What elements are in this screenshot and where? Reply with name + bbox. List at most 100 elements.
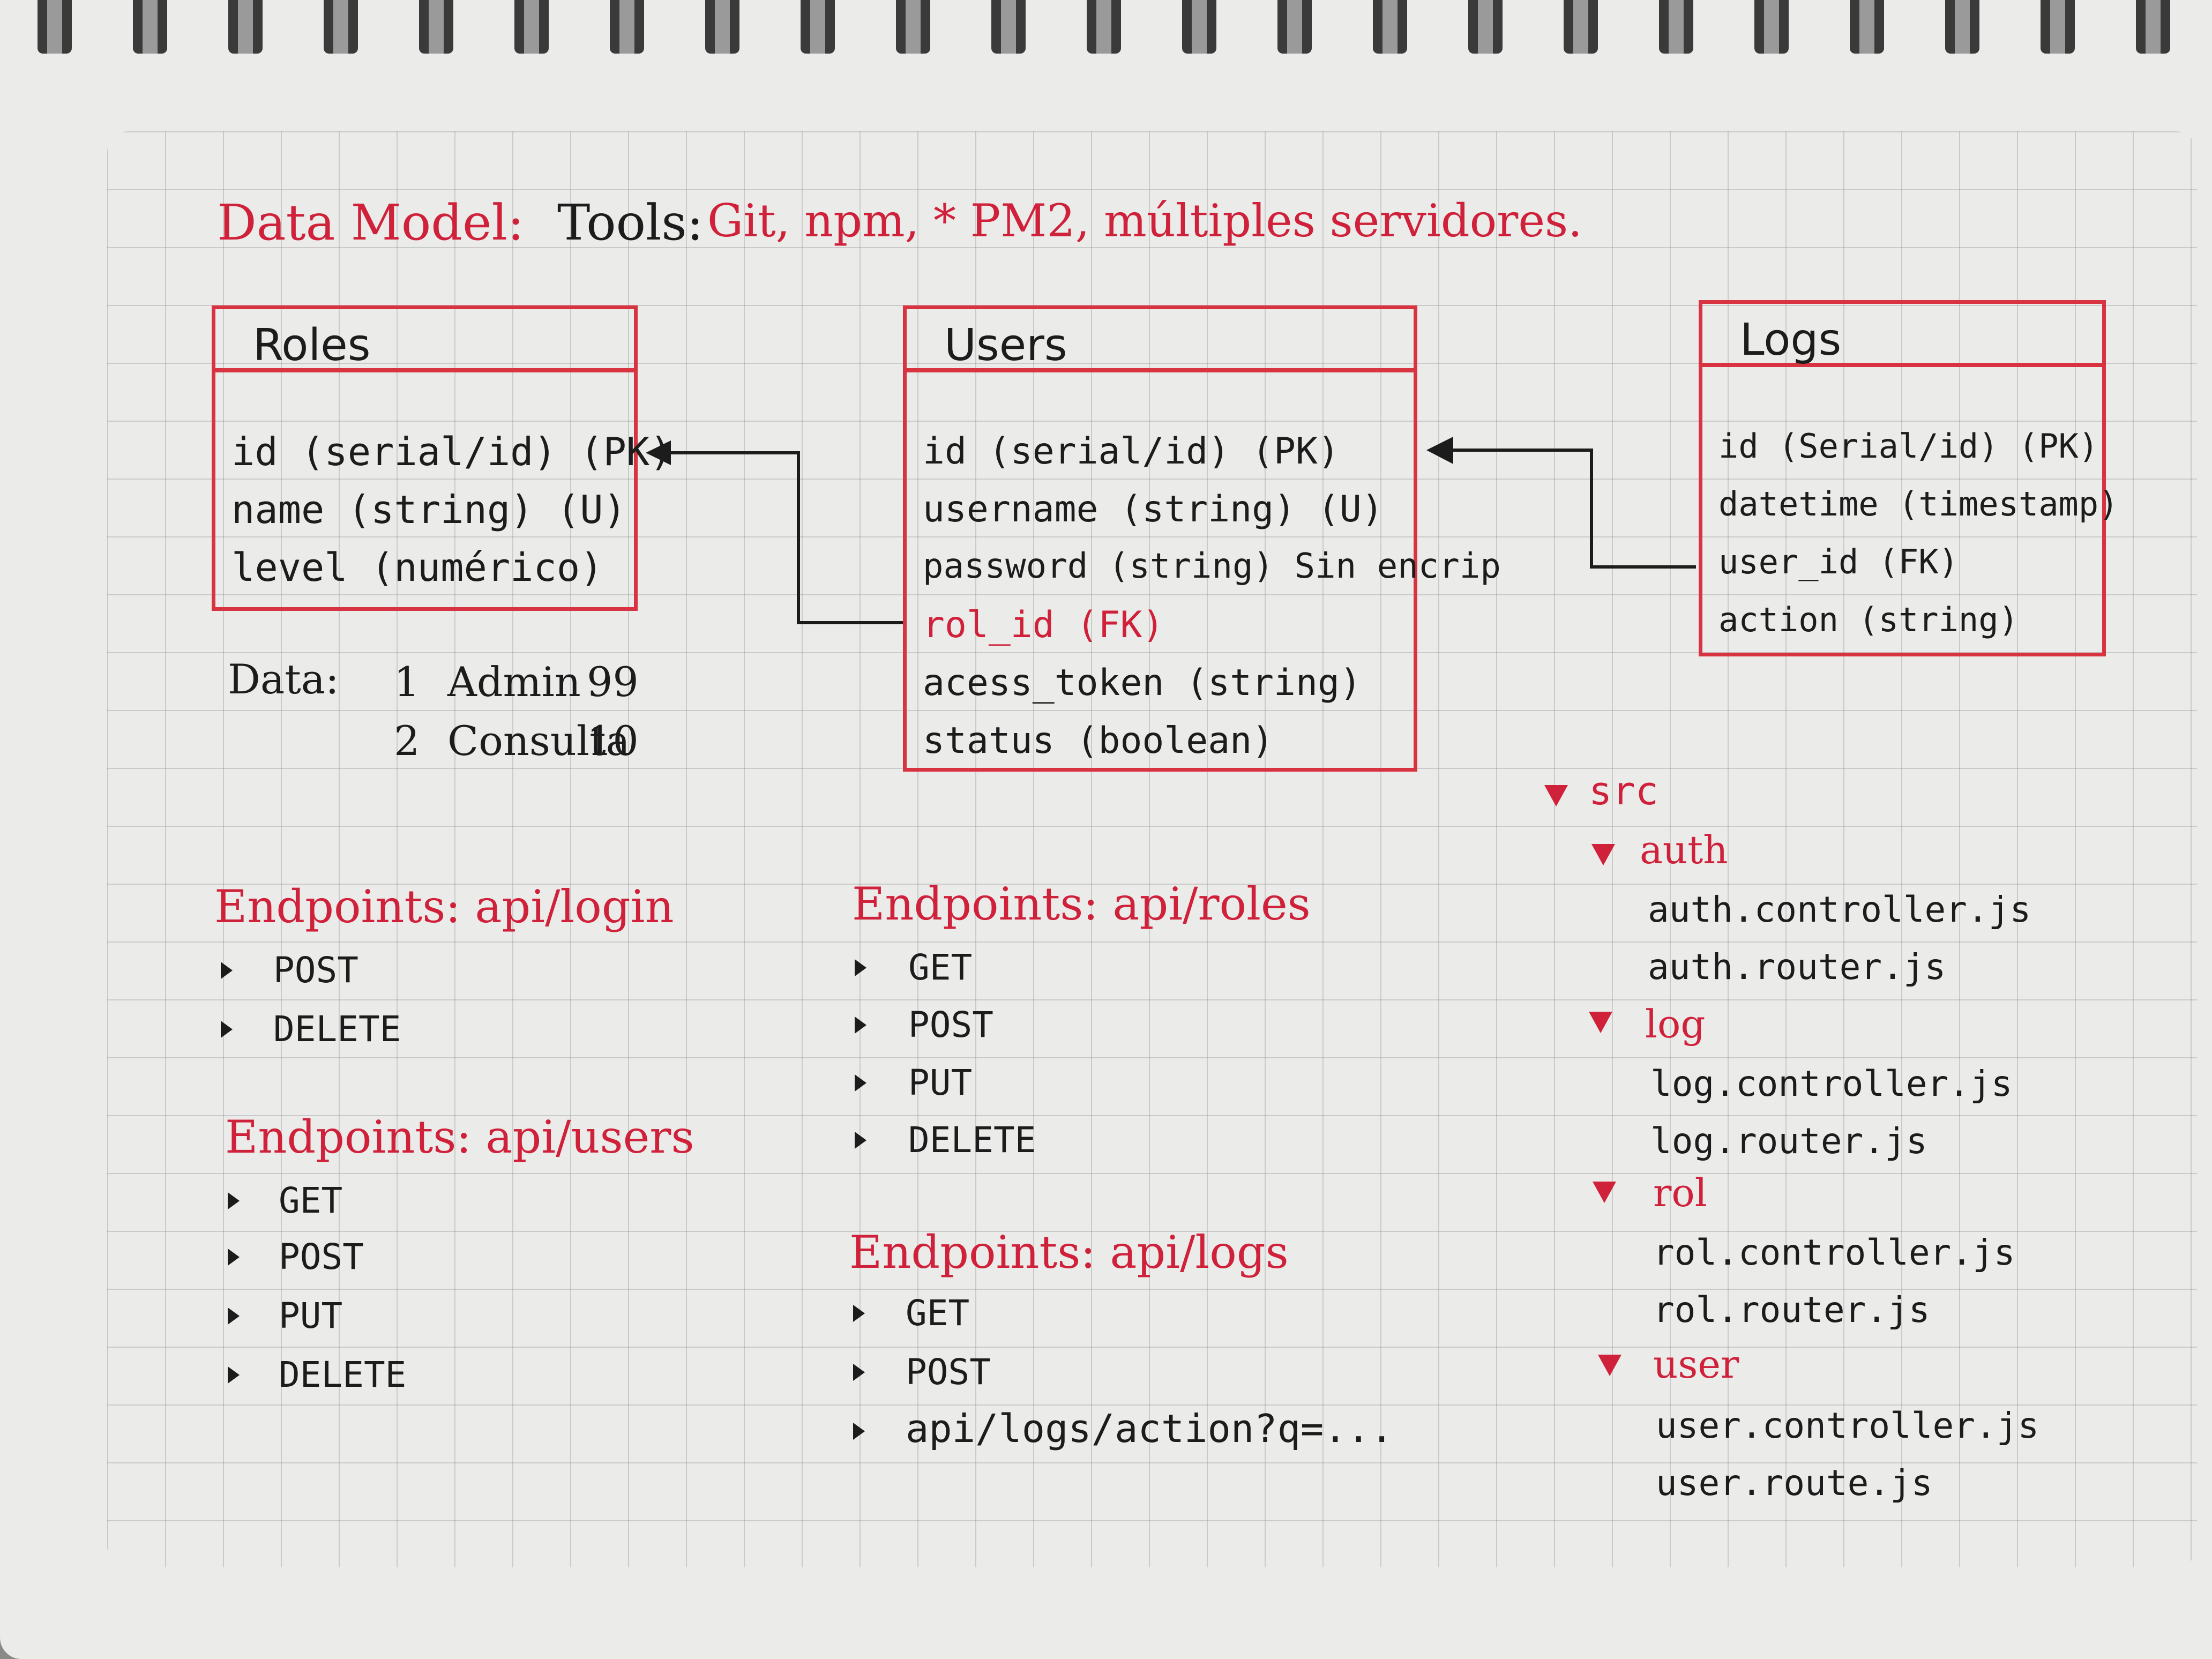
bullet-icon (855, 1132, 866, 1149)
binding-ring (228, 0, 263, 54)
logs-table-header: Logs (1702, 304, 2102, 367)
tools-label: Tools: (557, 194, 704, 251)
users-field-access-token: acess_token (string) (923, 662, 1362, 704)
logs-to-users-connector (1449, 449, 1696, 569)
roles-field-level: level (numérico) (231, 545, 603, 590)
logs-field-action: action (string) (1718, 600, 2019, 639)
logs-table-name: Logs (1740, 315, 1842, 365)
binding-ring (1850, 0, 1884, 54)
roles-data-label: Data: (228, 655, 339, 703)
bullet-icon (221, 1021, 233, 1038)
logs-table: Logs id (Serial/id) (PK) datetime (times… (1699, 300, 2119, 656)
binding-ring (1564, 0, 1598, 54)
tree-file-log-controller[interactable]: log.controller.js (1650, 1063, 2013, 1104)
binding-ring (1182, 0, 1216, 54)
tree-file-auth-router[interactable]: auth.router.js (1648, 946, 1946, 988)
tree-file-rol-router[interactable]: rol.router.js (1653, 1289, 1930, 1331)
binding-ring (896, 0, 930, 54)
users-table: Users id (serial/id) (PK) username (stri… (903, 305, 1501, 772)
binding-ring (514, 0, 549, 54)
binding-ring (1659, 0, 1693, 54)
tree-file-auth-controller[interactable]: auth.controller.js (1648, 889, 2031, 930)
users-field-rol-id: rol_id (FK) (923, 604, 1164, 646)
roles-field-id: id (serial/id) (PK) (231, 429, 673, 474)
bullet-icon (853, 1364, 865, 1381)
endpoint-users-delete: DELETE (279, 1354, 407, 1395)
tree-folder-rol[interactable]: rol (1653, 1170, 1707, 1215)
users-to-roles-connector (664, 451, 903, 624)
expand-triangle-icon[interactable] (1589, 1012, 1612, 1033)
users-table-name: Users (944, 320, 1067, 371)
binding-ring (610, 0, 644, 54)
binding-ring (133, 0, 167, 54)
logs-field-datetime: datetime (timestamp) (1718, 484, 2119, 524)
bullet-icon (855, 1074, 866, 1092)
roles-data-row2-level: 10 (587, 717, 639, 765)
expand-triangle-icon[interactable] (1593, 1182, 1616, 1203)
tree-file-user-route[interactable]: user.route.js (1656, 1462, 1933, 1504)
binding-ring (1277, 0, 1312, 54)
bullet-icon (853, 1305, 865, 1322)
endpoint-roles-get: GET (908, 947, 973, 988)
roles-data-row2-name: Consulta (447, 717, 630, 765)
binding-ring (2136, 0, 2170, 54)
bullet-icon (228, 1192, 240, 1209)
endpoints-login-title: Endpoints: api/login (214, 880, 674, 933)
endpoints-logs-title: Endpoints: api/logs (849, 1226, 1289, 1279)
endpoint-login-post: POST (273, 950, 358, 991)
binding-ring (1754, 0, 1789, 54)
bullet-icon (221, 962, 233, 979)
binding-ring (2041, 0, 2075, 54)
endpoint-login-delete: DELETE (273, 1008, 401, 1050)
tree-folder-auth[interactable]: auth (1640, 827, 1728, 872)
endpoint-users-get: GET (279, 1180, 343, 1221)
tree-folder-user[interactable]: user (1653, 1342, 1739, 1387)
tree-file-rol-controller[interactable]: rol.controller.js (1653, 1232, 2015, 1273)
users-field-status: status (boolean) (923, 720, 1274, 762)
binding-ring (38, 0, 72, 54)
logs-field-id: id (Serial/id) (PK) (1718, 427, 2099, 466)
tree-file-log-router[interactable]: log.router.js (1650, 1120, 1927, 1162)
binding-ring (324, 0, 358, 54)
tools-list: Git, npm, * PM2, múltiples servidores. (707, 195, 1582, 247)
binding-ring (801, 0, 835, 54)
users-field-id: id (serial/id) (PK) (923, 430, 1340, 473)
tree-folder-log[interactable]: log (1645, 1002, 1706, 1047)
bullet-icon (853, 1423, 865, 1440)
endpoint-logs-get: GET (906, 1292, 970, 1334)
bullet-icon (855, 959, 866, 976)
endpoint-roles-delete: DELETE (908, 1119, 1036, 1161)
endpoint-logs-post: POST (906, 1351, 991, 1393)
binding-ring (1087, 0, 1121, 54)
tree-root-src[interactable]: src (1589, 768, 1659, 813)
binding-ring (991, 0, 1026, 54)
roles-data-row1-level: 99 (587, 658, 639, 706)
bullet-icon (855, 1017, 866, 1034)
users-arrowhead (1426, 437, 1453, 464)
tree-file-user-controller[interactable]: user.controller.js (1656, 1405, 2039, 1446)
logs-field-user-id: user_id (FK) (1718, 542, 1959, 581)
endpoints-roles-title: Endpoints: api/roles (852, 878, 1311, 930)
roles-arrowhead (646, 440, 671, 465)
endpoint-logs-action-query: api/logs/action?q=... (906, 1406, 1394, 1451)
expand-triangle-icon[interactable] (1591, 844, 1615, 865)
endpoint-roles-put: PUT (908, 1062, 973, 1103)
users-field-username: username (string) (U) (923, 488, 1384, 530)
roles-table-header: Roles (215, 309, 634, 372)
expand-triangle-icon[interactable] (1598, 1355, 1621, 1376)
bullet-icon (228, 1249, 240, 1266)
binding-ring (705, 0, 739, 54)
users-field-password: password (string) Sin encrip (923, 547, 1501, 586)
endpoint-users-post: POST (279, 1236, 364, 1277)
roles-data-row1-id: 1 (394, 658, 420, 706)
binding-ring (1468, 0, 1503, 54)
bullet-icon (228, 1366, 240, 1384)
roles-table: Roles id (serial/id) (PK) name (string) … (212, 305, 673, 611)
endpoint-roles-post: POST (908, 1004, 993, 1045)
expand-triangle-icon[interactable] (1544, 785, 1568, 806)
users-table-header: Users (907, 309, 1414, 372)
binding-ring (1373, 0, 1407, 54)
endpoint-users-put: PUT (279, 1295, 343, 1336)
